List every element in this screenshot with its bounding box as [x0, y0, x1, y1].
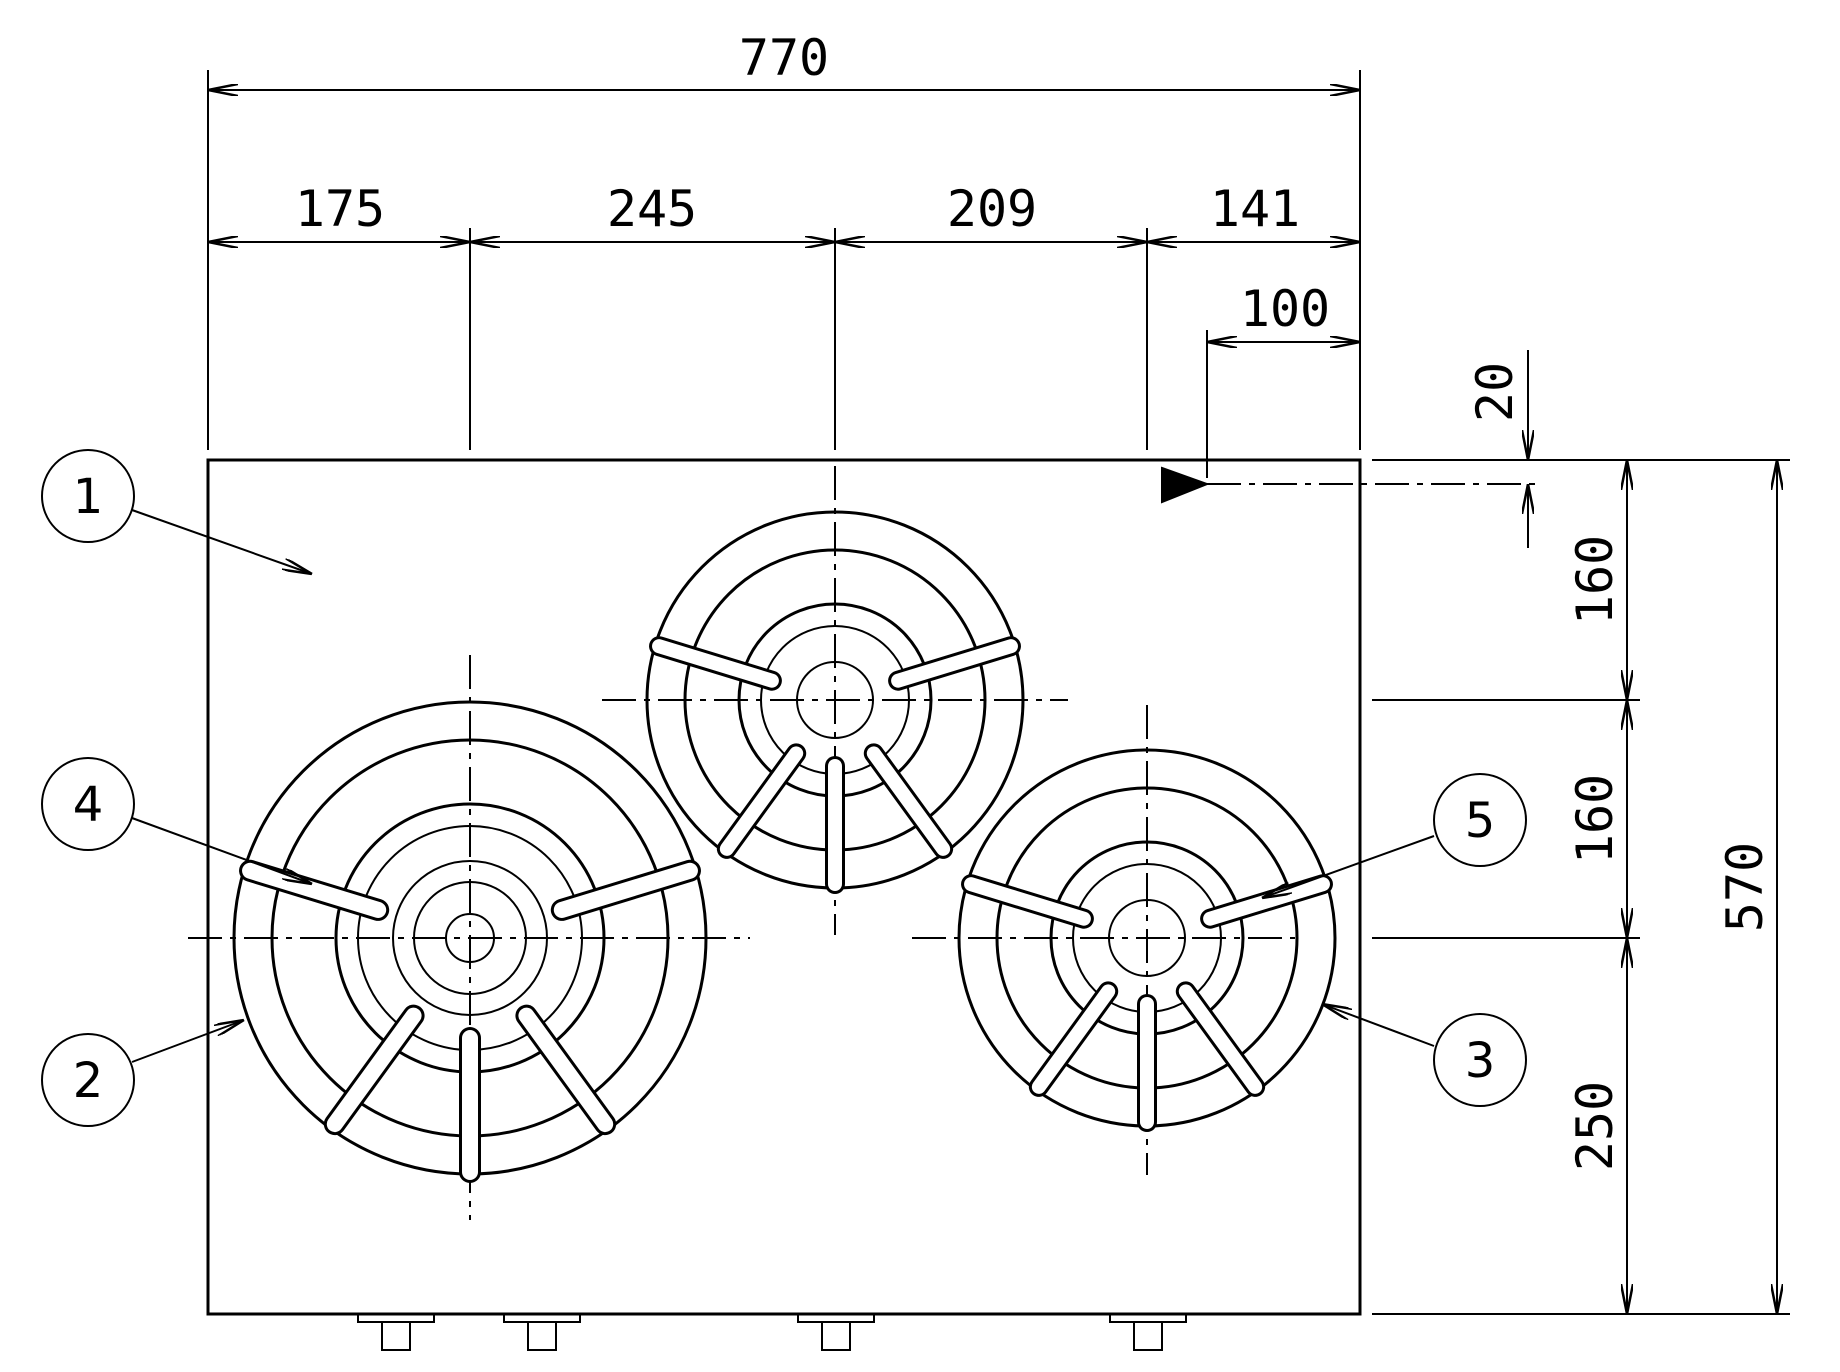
dim-right-1: 160 — [1566, 535, 1624, 625]
dim-seg-2: 245 — [607, 180, 697, 238]
dimension-lines-right — [1528, 350, 1777, 1314]
dim-overall-depth: 570 — [1716, 842, 1774, 932]
cooktop-body — [206, 458, 1362, 1316]
dim-right-2: 160 — [1566, 774, 1624, 864]
callout-leaders — [131, 509, 1435, 1063]
dim-overall-width: 770 — [739, 29, 829, 87]
svg-text:5: 5 — [1465, 793, 1496, 849]
callout-3: 3 — [1433, 1013, 1527, 1107]
extension-lines-top — [207, 70, 1361, 478]
dim-inlet-offset-x: 100 — [1240, 280, 1330, 338]
callout-2: 2 — [41, 1033, 135, 1127]
dimension-lines-top — [208, 90, 1360, 342]
dim-inlet-offset-y: 20 — [1466, 362, 1524, 422]
extension-lines-right — [1372, 459, 1790, 1315]
burner-right — [957, 748, 1337, 1132]
callout-1: 1 — [41, 449, 135, 543]
svg-text:2: 2 — [73, 1053, 104, 1109]
dim-right-3: 250 — [1566, 1081, 1624, 1171]
feet — [357, 1314, 1187, 1351]
dim-seg-4: 141 — [1210, 180, 1300, 238]
dim-seg-3: 209 — [947, 180, 1037, 238]
svg-text:4: 4 — [73, 777, 104, 833]
gas-inlet-marker — [1161, 466, 1540, 504]
callout-5: 5 — [1433, 773, 1527, 867]
callout-4: 4 — [41, 757, 135, 851]
dim-seg-1: 175 — [295, 180, 385, 238]
burner-large-left — [232, 700, 708, 1183]
burner-top-middle — [645, 510, 1025, 894]
svg-text:1: 1 — [73, 469, 104, 525]
svg-text:3: 3 — [1465, 1033, 1496, 1089]
